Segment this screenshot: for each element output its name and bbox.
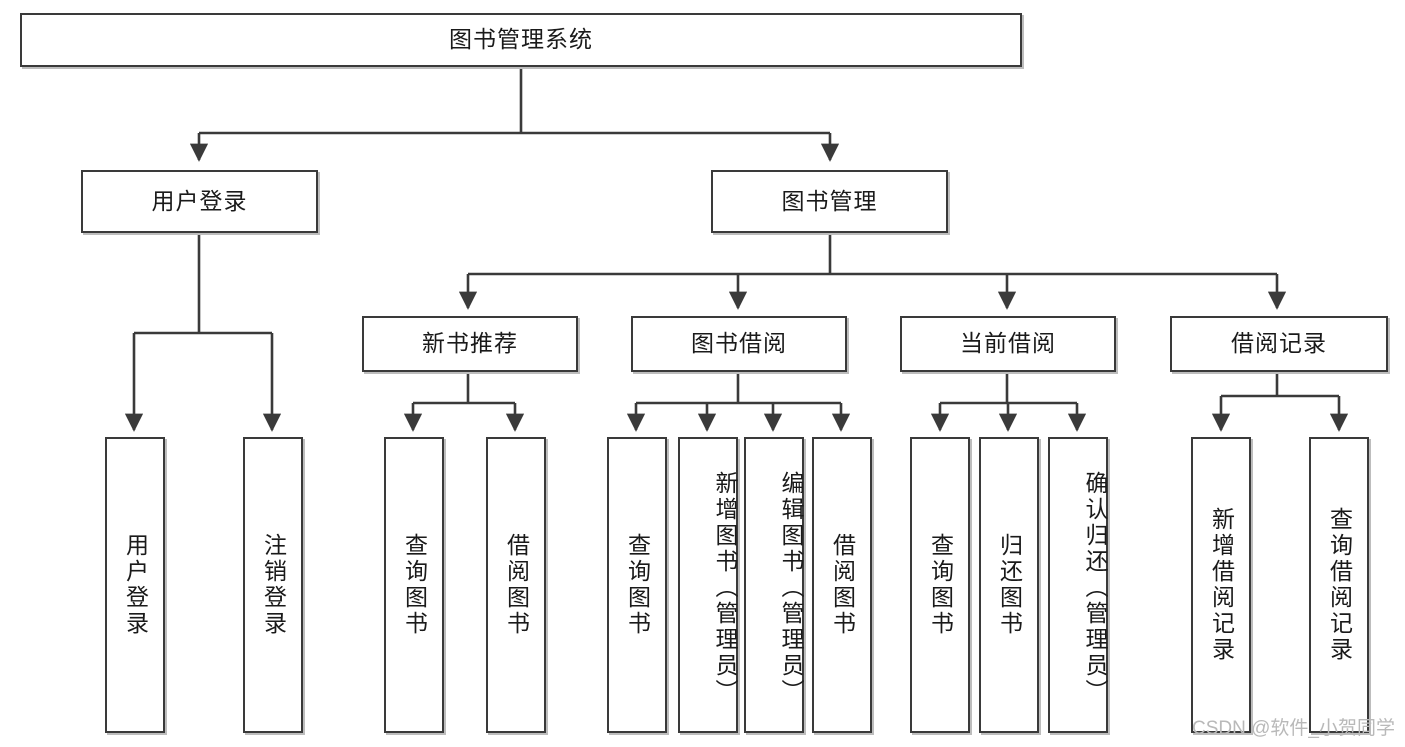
node-user-login[interactable]: 用户登录 <box>81 170 318 233</box>
leaf-edit-book-admin[interactable]: 编辑图书（管理员） <box>744 437 804 733</box>
leaf-confirm-return-admin[interactable]: 确认归还（管理员） <box>1048 437 1108 733</box>
node-book-borrow[interactable]: 图书借阅 <box>631 316 847 372</box>
node-current-borrow[interactable]: 当前借阅 <box>900 316 1116 372</box>
leaf-return-book[interactable]: 归还图书 <box>979 437 1039 733</box>
leaf-add-book-admin[interactable]: 新增图书（管理员） <box>678 437 738 733</box>
leaf-user-login[interactable]: 用户登录 <box>105 437 165 733</box>
leaf-query-book-recommend[interactable]: 查询图书 <box>384 437 444 733</box>
leaf-add-borrow-record[interactable]: 新增借阅记录 <box>1191 437 1251 733</box>
leaf-query-book-current[interactable]: 查询图书 <box>910 437 970 733</box>
node-borrow-record[interactable]: 借阅记录 <box>1170 316 1388 372</box>
leaf-borrow-book-recommend[interactable]: 借阅图书 <box>486 437 546 733</box>
leaf-borrow-book-borrow[interactable]: 借阅图书 <box>812 437 872 733</box>
leaf-query-borrow-record[interactable]: 查询借阅记录 <box>1309 437 1369 733</box>
leaf-query-book-borrow[interactable]: 查询图书 <box>607 437 667 733</box>
node-root[interactable]: 图书管理系统 <box>20 13 1022 67</box>
watermark: CSDN @软件_小贺同学 <box>1192 718 1395 739</box>
leaf-user-logout[interactable]: 注销登录 <box>243 437 303 733</box>
node-book-manage[interactable]: 图书管理 <box>711 170 948 233</box>
node-new-book-recommend[interactable]: 新书推荐 <box>362 316 578 372</box>
